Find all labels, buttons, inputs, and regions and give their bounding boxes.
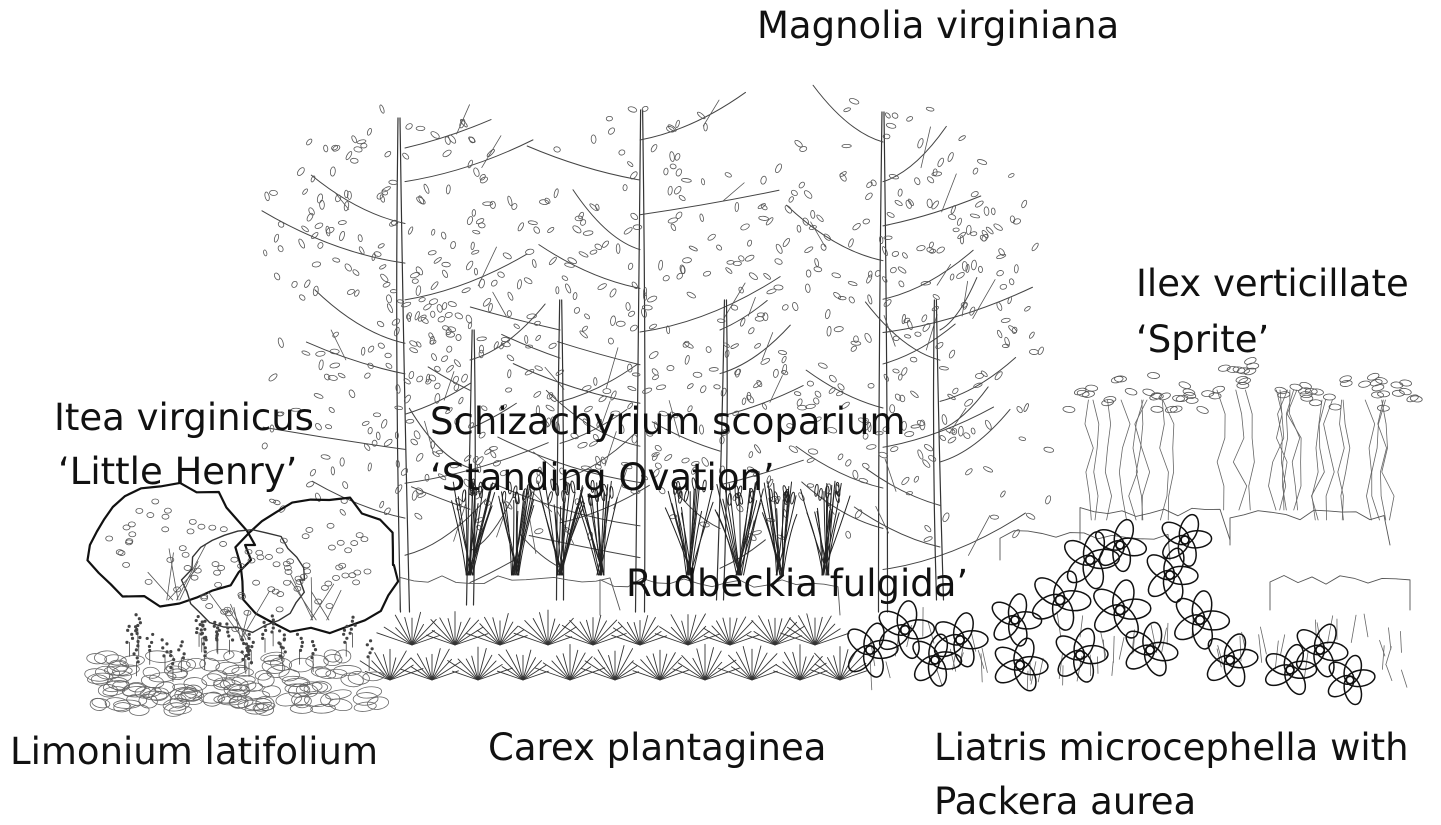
label-rudbeckia: Rudbeckia fulgida’ [626, 562, 968, 606]
itea-shrubs [88, 483, 399, 640]
ilex-shrubs [1063, 356, 1423, 520]
carex-grasses [360, 610, 868, 680]
label-magnolia: Magnolia virginiana [757, 4, 1119, 48]
label-limonium: Limonium latifolium [10, 730, 378, 774]
label-ilex-line1: Ilex verticillate [1136, 262, 1409, 306]
label-schizachyrium-line1: Schizachyrium scoparium [430, 400, 906, 444]
label-itea-line2: ‘Little Henry’ [58, 450, 297, 494]
magnolia-trees [261, 85, 1054, 612]
label-schizachyrium-line2: ‘Standing Ovation’ [430, 456, 775, 500]
label-liatris-line2: Packera aurea [934, 780, 1196, 824]
label-itea-line1: Itea virginicus [54, 396, 314, 440]
label-ilex-line2: ‘Sprite’ [1136, 318, 1269, 362]
label-carex: Carex plantaginea [488, 726, 826, 770]
label-liatris-line1: Liatris microcephella with [934, 726, 1409, 770]
